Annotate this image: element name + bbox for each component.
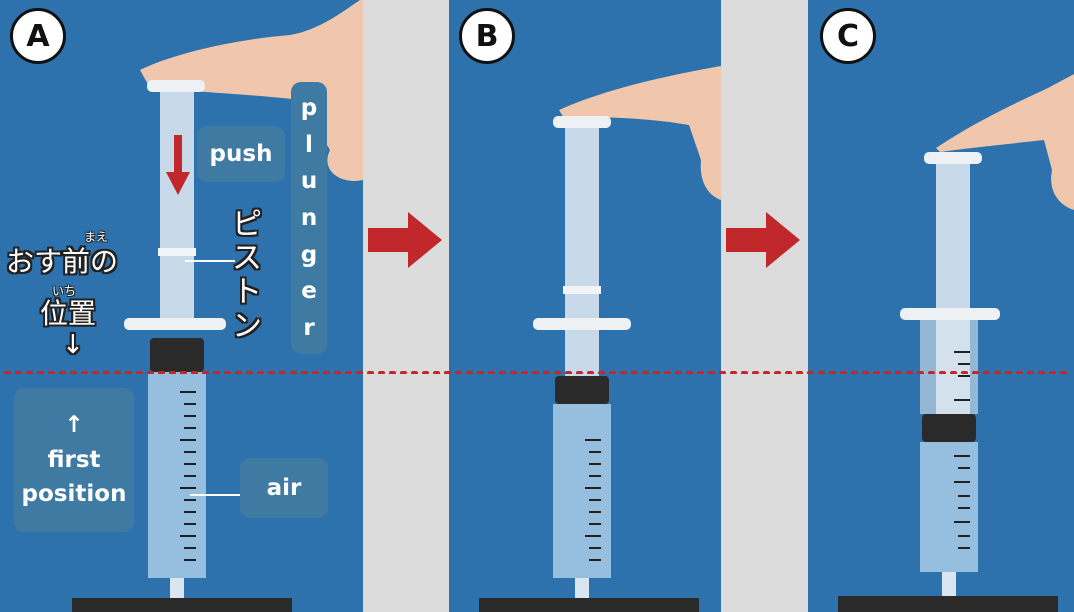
syringe-b-illustration — [479, 66, 721, 612]
plunger-flange — [147, 80, 205, 92]
before-push-label: おす前の — [6, 245, 119, 278]
base-stand — [479, 598, 699, 612]
rubber-stopper — [555, 376, 609, 404]
plunger-letter: u — [300, 168, 318, 195]
rubber-stopper — [922, 414, 976, 442]
position-text: position — [21, 481, 127, 508]
push-arrow-head — [166, 172, 190, 195]
piston-label: ピストン — [232, 207, 262, 344]
barrel-upper — [920, 320, 978, 414]
plunger-letter: n — [300, 204, 318, 231]
ichi-ruby: いち — [52, 284, 77, 298]
barrel-ticks — [585, 439, 601, 561]
base-stand — [72, 598, 292, 612]
push-arrow-shaft — [174, 135, 182, 175]
plunger-band — [158, 248, 196, 256]
nozzle — [170, 578, 184, 600]
finger — [559, 66, 721, 200]
nozzle — [575, 578, 589, 600]
plunger-letter: g — [300, 241, 318, 268]
panel-c: C — [808, 0, 1074, 612]
panel-badge-a: A — [10, 8, 66, 64]
barrel-ticks — [180, 391, 196, 561]
panel-badge-c: C — [820, 8, 876, 64]
base-stand — [838, 596, 1058, 612]
finger — [936, 74, 1074, 210]
arrow-right-icon — [368, 212, 442, 268]
panel-a: A push p l u n g e r ピストン まえ おす前の いち 位置 … — [0, 0, 363, 612]
barrel-ticks — [954, 351, 970, 549]
push-label: push — [197, 126, 285, 182]
air-label: air — [240, 458, 328, 518]
plunger-rod — [160, 92, 194, 322]
barrel-flange — [124, 318, 226, 330]
plunger-letter: l — [305, 131, 313, 158]
barrel — [148, 372, 206, 578]
rubber-stopper — [150, 338, 204, 372]
air-leader-line — [190, 494, 242, 496]
nozzle — [942, 572, 956, 598]
panel-badge-b: B — [459, 8, 515, 64]
barrel — [553, 404, 611, 578]
up-arrow-glyph: ↑ — [64, 412, 84, 439]
down-arrow-glyph: ↓ — [62, 330, 84, 360]
plunger-letter: e — [301, 278, 317, 305]
panel-b: B — [449, 0, 721, 612]
mae-ruby: まえ — [84, 230, 109, 244]
plunger-rod — [565, 128, 599, 386]
piston-leader-line — [185, 260, 235, 262]
first-position-label: ↑ first position — [14, 388, 134, 532]
syringe-a-illustration — [72, 0, 363, 612]
barrel-flange — [533, 318, 631, 330]
first-text: first — [47, 446, 101, 473]
plunger-flange — [553, 116, 611, 128]
plunger-letter: p — [300, 95, 318, 122]
arrow-right-icon — [726, 212, 800, 268]
plunger-band — [563, 286, 601, 294]
plunger-letter: r — [303, 314, 315, 341]
barrel-flange — [900, 308, 1000, 320]
syringe-c-illustration — [838, 74, 1074, 612]
finger — [140, 0, 363, 181]
first-position-dotted-line — [4, 371, 1074, 374]
plunger-flange — [924, 152, 982, 164]
plunger-label: p l u n g e r — [291, 82, 327, 354]
position-jp-label: 位置 — [40, 297, 97, 330]
